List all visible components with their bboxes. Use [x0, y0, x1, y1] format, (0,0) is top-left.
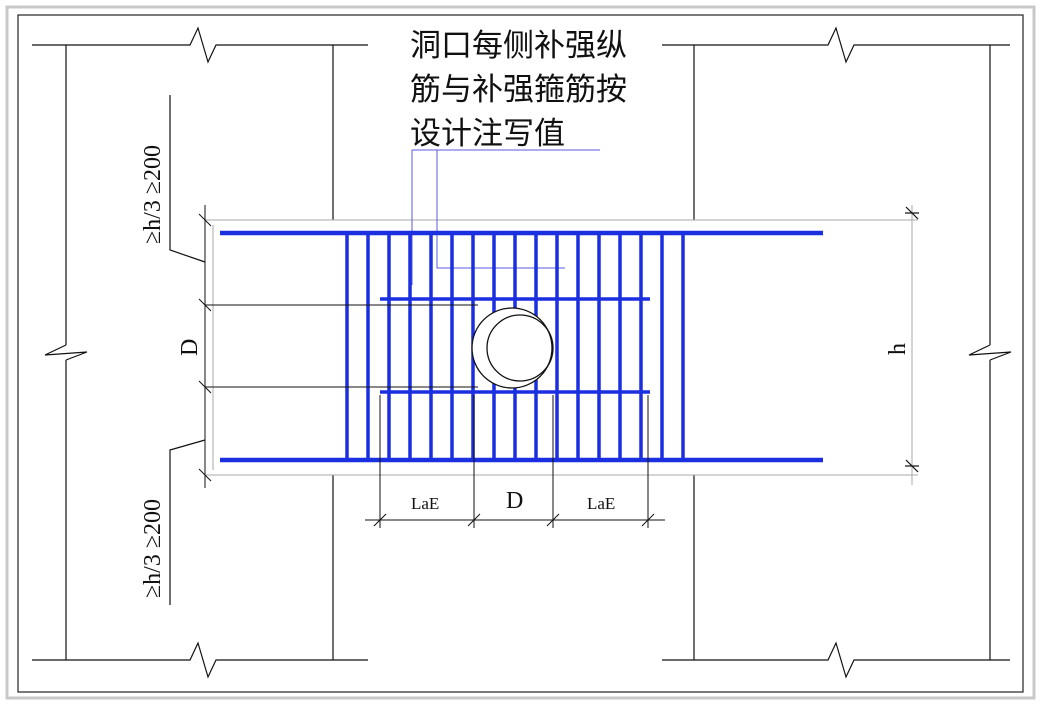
left-dim-tick [198, 213, 212, 227]
top-cover-leader [169, 95, 206, 263]
bottom-dim-tick [546, 513, 560, 527]
inner-frame [17, 14, 1024, 693]
left-dim-tick [198, 468, 212, 482]
rebar-group [220, 230, 823, 463]
opening-width-label: D [506, 488, 523, 514]
top-cover-label: ≥h/3 ≥200 [140, 145, 166, 244]
left-column-break [44, 344, 88, 361]
beam-height-label: h [885, 343, 911, 355]
beam-h-slash-bottom [905, 459, 919, 473]
opening-circle-outer [471, 307, 553, 389]
dimension-lines [198, 205, 665, 528]
reinforcement-note: 洞口每侧补强纵 筋与补强箍筋按 设计注写值 [410, 24, 650, 156]
outer-frame [5, 5, 1036, 700]
bottom-cover-leader [169, 439, 206, 605]
opening-circle-inner [486, 314, 554, 382]
top-right-break-line [662, 26, 1010, 64]
bottom-dim-tick [467, 513, 481, 527]
bottom-dim-tick [641, 513, 655, 527]
opening-height-label: D [177, 339, 203, 356]
note-line-1: 洞口每侧补强纵 [410, 28, 627, 64]
structure-lines [32, 26, 1012, 679]
note-line-2: 筋与补强箍筋按 [410, 72, 627, 108]
note-leader [411, 149, 600, 285]
bottom-right-break-line [662, 641, 1010, 679]
note-line-3: 设计注写值 [410, 116, 565, 152]
anchor-left-label: LaE [411, 494, 439, 513]
bottom-dim-tick [373, 513, 387, 527]
right-column-break [968, 344, 1012, 361]
opening [471, 307, 554, 389]
bottom-cover-label: ≥h/3 ≥200 [140, 499, 166, 598]
top-left-break-line [32, 26, 368, 64]
bottom-left-break-line [32, 641, 368, 679]
beam-h-slash-top [905, 206, 919, 220]
anchor-right-label: LaE [587, 494, 615, 513]
